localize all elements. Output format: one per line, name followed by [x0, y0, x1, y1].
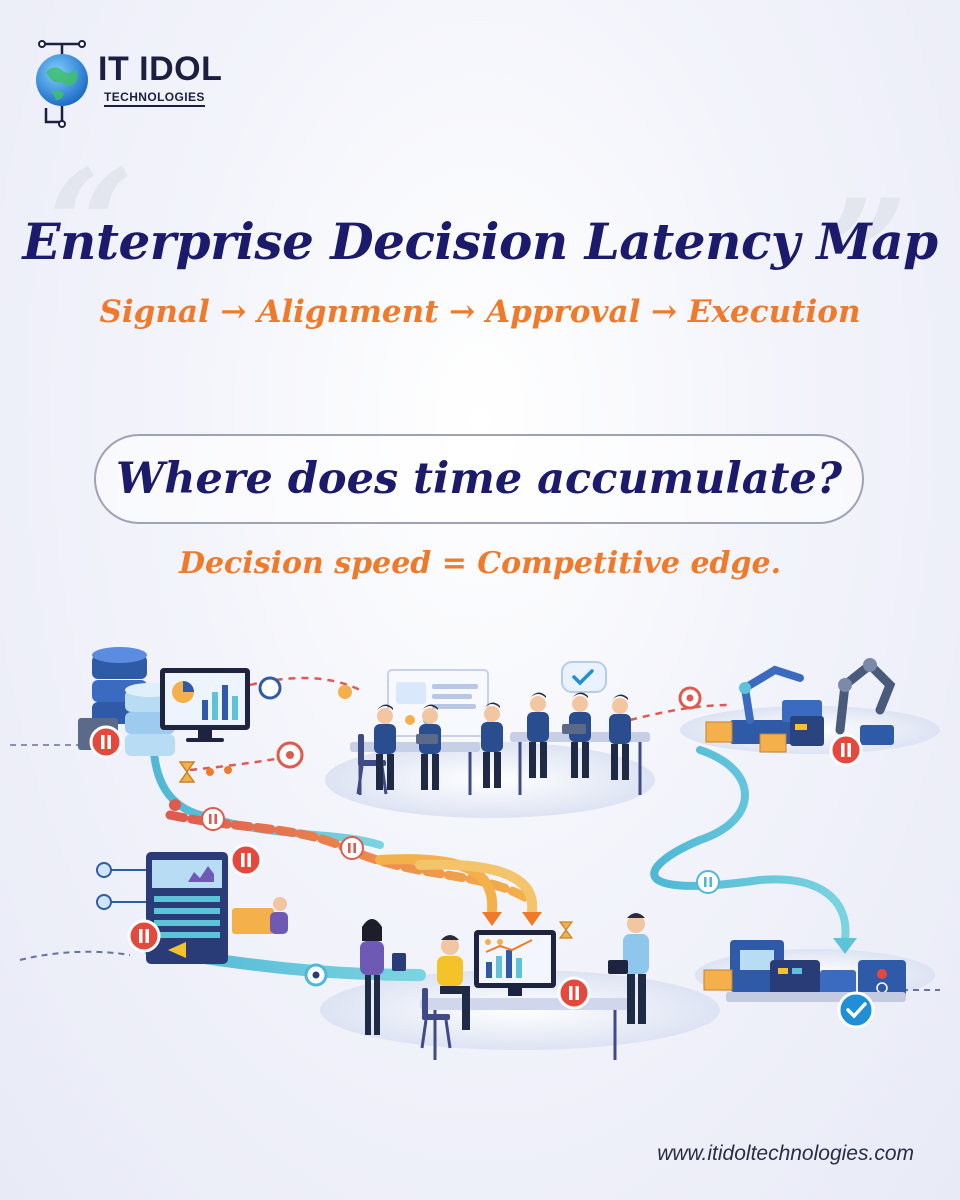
quote-close-icon: ” — [822, 167, 909, 343]
pause-icon — [340, 836, 364, 860]
arrowhead-icon — [482, 912, 502, 926]
hourglass-icon — [558, 921, 574, 939]
pause-icon — [829, 733, 863, 767]
latency-node-icon — [276, 741, 304, 769]
orange-arrow-right — [415, 859, 538, 915]
server-panel-icon — [96, 852, 288, 964]
pause-icon — [557, 976, 591, 1010]
brand-tagline: TECHNOLOGIES — [104, 90, 205, 107]
dashboard-monitor-icon — [160, 668, 250, 742]
monitor-node-icon — [258, 676, 282, 700]
dashed-link-bottom — [19, 950, 131, 961]
pause-icon — [229, 843, 263, 877]
checkmark-icon — [837, 991, 875, 1029]
question-banner: Where does time accumulate? — [94, 434, 864, 524]
brand-name: IT IDOL — [98, 50, 223, 88]
tagline: Decision speed = Competitive edge. — [178, 546, 782, 581]
quote-open-icon: “ — [48, 137, 135, 313]
team-meeting-icon — [350, 661, 650, 796]
globe-tech-icon — [36, 40, 88, 128]
robot-arm-icon — [705, 658, 896, 753]
pause-icon — [201, 807, 225, 831]
pause-icon — [696, 870, 720, 894]
question-text: Where does time accumulate? — [115, 454, 843, 504]
node-dot — [169, 799, 181, 811]
process-flow: Signal → Alignment → Approval → Executio… — [99, 294, 861, 330]
arrowhead-icon — [833, 938, 857, 954]
dashed-link-red-2 — [189, 753, 301, 772]
latency-illustration — [10, 647, 940, 1060]
latency-node-icon — [678, 686, 702, 710]
brand-logo: IT IDOL TECHNOLOGIES — [32, 36, 232, 128]
arrowhead-icon — [168, 942, 186, 958]
node-dot — [206, 768, 214, 776]
arrowhead-icon — [522, 912, 542, 926]
page-title: Enterprise Decision Latency Map — [22, 212, 938, 271]
pause-icon — [127, 919, 161, 953]
teal-flow-path-right — [650, 746, 850, 944]
website-url[interactable]: www.itidoltechnologies.com — [657, 1142, 914, 1165]
dashed-link-right — [629, 703, 731, 722]
node-dot — [338, 685, 352, 699]
node-dot — [224, 766, 232, 774]
analytics-meeting-icon — [360, 913, 649, 1060]
hourglass-icon — [178, 761, 196, 783]
pause-icon — [89, 725, 123, 759]
latency-node-icon — [304, 963, 328, 987]
